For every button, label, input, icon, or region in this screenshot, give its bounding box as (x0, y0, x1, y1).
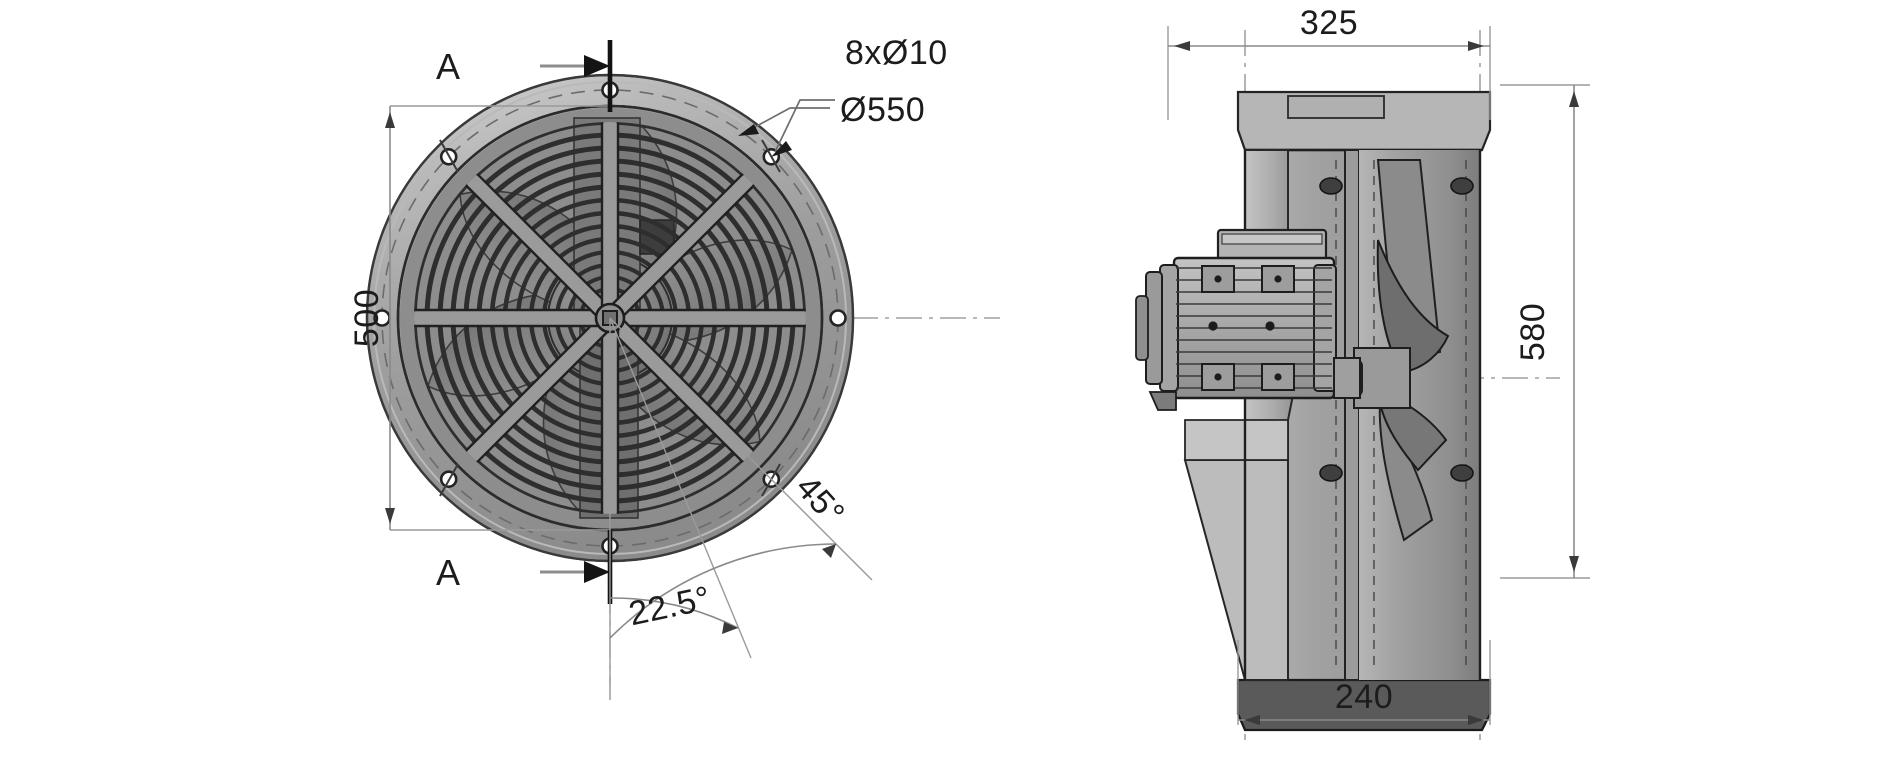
mounting-hole-3 (829, 309, 847, 327)
section-arrow-head-top (584, 55, 610, 77)
housing-fasteners (1319, 177, 1474, 482)
angle-ref-line-22-5 (609, 317, 752, 659)
dimension-325: 325 (1167, 4, 1491, 120)
dimension-580: 580 (1500, 84, 1590, 579)
section-arrow-head-bottom (584, 561, 610, 583)
section-mark-a-top: A (436, 40, 613, 112)
dim-arrow-580-top (1569, 91, 1579, 107)
motor-assembly (1135, 228, 1361, 411)
dim-arrow-240-right (1468, 715, 1484, 725)
fan-housing (1183, 90, 1492, 732)
fastener-3 (1319, 464, 1343, 482)
callout-bolt-holes: 8xØ10 (771, 34, 948, 157)
callout-label-8x10: 8xØ10 (845, 34, 948, 72)
angle-arrow-45 (822, 544, 836, 558)
dimension-label-240: 240 (1335, 678, 1393, 716)
motor-shaft (1333, 357, 1361, 399)
angle-arc-45 (609, 543, 837, 639)
dim-arrow-325-left (1174, 41, 1190, 51)
section-label-a-top: A (436, 46, 460, 87)
angle-ref-line-45 (609, 317, 873, 581)
leader-line-550 (741, 107, 830, 135)
dimension-label-325: 325 (1300, 4, 1358, 42)
dim-arrow-325-right (1468, 41, 1484, 51)
motor-bolt-1 (1214, 275, 1222, 283)
callout-outer-diameter: Ø550 (738, 91, 925, 136)
dim-arrow-500-bottom (385, 508, 395, 524)
section-label-a-bottom: A (436, 552, 460, 593)
angle-label-22-5: 22.5° (626, 579, 714, 633)
fastener-1 (1319, 177, 1343, 195)
angle-arrow-22-5 (722, 622, 738, 634)
housing-lower-scroll (1183, 459, 1289, 681)
side-view: 325 580 240 (1135, 4, 1590, 740)
leader-arrow-550 (738, 124, 759, 136)
dim-arrow-240-left (1244, 715, 1260, 725)
dim-arrow-500-top (385, 112, 395, 128)
housing-top-inspection-plate (1287, 95, 1385, 119)
motor-bolt-2 (1274, 275, 1282, 283)
motor-bolt-4 (1274, 373, 1282, 381)
leader-arrow-8x10 (771, 141, 792, 157)
impeller-blade-upper-front (1376, 239, 1450, 374)
fastener-4 (1450, 464, 1474, 482)
motor-bracket (1148, 391, 1177, 411)
motor-rear-cap (1135, 295, 1149, 361)
housing-backplate (1344, 149, 1360, 681)
motor-nameplate-rivet-1 (1208, 321, 1218, 331)
motor-bolt-3 (1214, 373, 1222, 381)
dimension-240: 240 (1237, 640, 1491, 725)
callout-label-550: Ø550 (840, 91, 925, 129)
terminal-box-lid (1221, 233, 1323, 245)
dimension-label-580: 580 (1514, 303, 1552, 361)
angle-label-45: 45° (788, 468, 852, 533)
front-view: 500 A A 8xØ10 (348, 34, 1000, 700)
dim-arrow-580-bottom (1569, 556, 1579, 572)
housing-scroll-lip (1184, 419, 1289, 461)
angle-arc-22-5 (609, 597, 739, 629)
motor-nameplate-rivet-2 (1265, 321, 1275, 331)
impeller-hub (1353, 347, 1411, 409)
hole-tick-marks (439, 139, 781, 497)
leader-line-8x10 (774, 99, 835, 153)
dimension-500: 500 (348, 105, 610, 531)
fastener-2 (1450, 177, 1474, 195)
dimension-label-500: 500 (348, 289, 386, 347)
impeller-section (1321, 159, 1450, 542)
